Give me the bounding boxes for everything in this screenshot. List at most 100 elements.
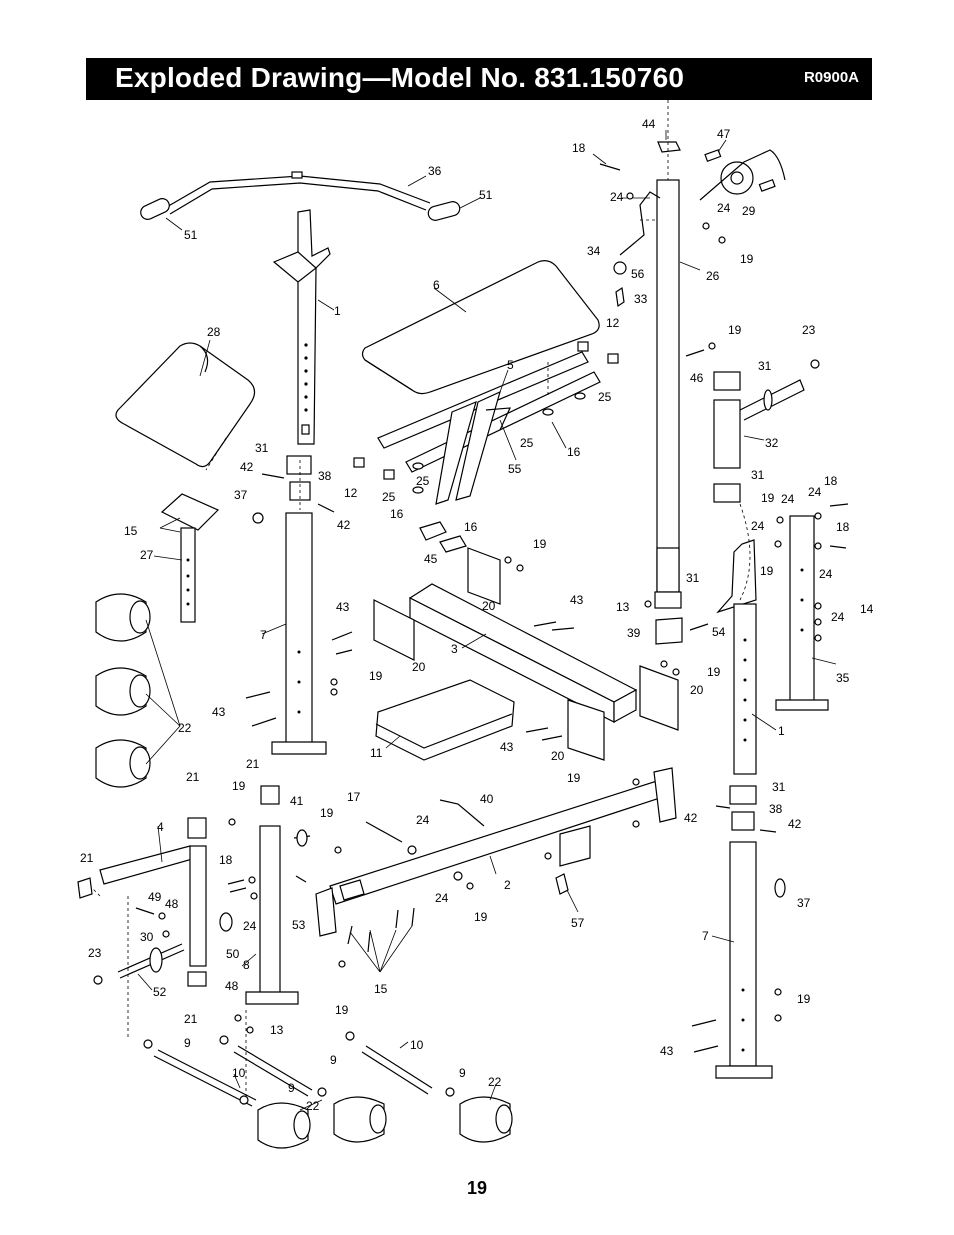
- leg-lever-part-2: [315, 767, 677, 937]
- callout: 12: [606, 316, 620, 330]
- callout: 19: [728, 323, 742, 337]
- callout: 22: [178, 721, 192, 735]
- upright-part-7-right: [715, 785, 773, 1079]
- callout: 7: [702, 929, 709, 943]
- rod-part-10-group: [153, 1045, 433, 1107]
- callout: 1: [334, 304, 341, 318]
- callout: 19: [533, 537, 547, 551]
- callout: 7: [260, 628, 267, 642]
- seat-frame-part-5: [353, 341, 619, 553]
- callout: 21: [246, 757, 260, 771]
- callout: 56: [631, 267, 645, 281]
- callout: 38: [318, 469, 332, 483]
- callout: 24: [808, 485, 822, 499]
- callout: 20: [482, 599, 496, 613]
- callout: 19: [797, 992, 811, 1006]
- pad-part-28: [115, 342, 256, 471]
- callout: 23: [802, 323, 816, 337]
- page-number: 19: [466, 1178, 488, 1198]
- callout: 18: [836, 520, 850, 534]
- callout: 6: [433, 278, 440, 292]
- callout: 25: [382, 490, 396, 504]
- callout: 19: [369, 669, 383, 683]
- callout: 34: [587, 244, 601, 258]
- callout: 41: [290, 794, 304, 808]
- roller-part-22-group: [95, 593, 151, 788]
- callout: 26: [706, 269, 720, 283]
- assembly-lines: [83, 100, 669, 1100]
- callout: 38: [769, 802, 783, 816]
- callout: 20: [690, 683, 704, 697]
- callout: 5: [507, 358, 514, 372]
- crossbar-part-3: [373, 547, 679, 761]
- callout: 24: [751, 519, 765, 533]
- arm-part-1-left: [272, 209, 331, 445]
- callout: 43: [570, 593, 584, 607]
- callout: 48: [225, 979, 239, 993]
- leader-lines: [137, 130, 837, 1111]
- callout: 15: [124, 524, 138, 538]
- callout: 31: [772, 780, 786, 794]
- callout: 43: [336, 600, 350, 614]
- axle-part-52: [117, 943, 185, 979]
- callout: 14: [860, 602, 874, 616]
- callout: 9: [288, 1081, 295, 1095]
- callout: 19: [335, 1003, 349, 1017]
- callout: 10: [410, 1038, 424, 1052]
- seat-part-6: [361, 260, 600, 395]
- callout: 19: [740, 252, 754, 266]
- callout: 25: [520, 436, 534, 450]
- callout: 2: [504, 878, 511, 892]
- callout: 8: [243, 958, 250, 972]
- callout: 37: [234, 488, 248, 502]
- callout: 19: [320, 806, 334, 820]
- upright-part-8: [245, 785, 299, 1005]
- callout: 43: [660, 1044, 674, 1058]
- callout: 30: [140, 930, 154, 944]
- callout: 55: [508, 462, 522, 476]
- callout: 51: [479, 188, 493, 202]
- callout: 24: [435, 891, 449, 905]
- callout: 51: [184, 228, 198, 242]
- callout: 17: [347, 790, 361, 804]
- callout: 3: [451, 642, 458, 656]
- callout: 21: [186, 770, 200, 784]
- hardware: [77, 163, 849, 1105]
- callout: 46: [690, 371, 704, 385]
- callout: 9: [330, 1053, 337, 1067]
- page-title: Exploded Drawing—Model No. 831.150760: [115, 62, 685, 93]
- drawing-code: R0900A: [803, 69, 859, 86]
- callout: 19: [761, 491, 775, 505]
- callout: 1: [778, 724, 785, 738]
- guide-line: [739, 503, 751, 601]
- callout: 24: [831, 610, 845, 624]
- arm-part-1-right: [716, 539, 757, 775]
- callout: 24: [416, 813, 430, 827]
- callout: 24: [781, 492, 795, 506]
- callout: 13: [270, 1023, 284, 1037]
- callout: 31: [751, 468, 765, 482]
- callout: 48: [165, 897, 179, 911]
- callout: 15: [374, 982, 388, 996]
- press-arm-part-32: [713, 359, 820, 503]
- callout: 18: [572, 141, 586, 155]
- callout: 50: [226, 947, 240, 961]
- callout: 24: [717, 201, 731, 215]
- callout: 24: [819, 567, 833, 581]
- callout: 22: [488, 1075, 502, 1089]
- callout-labels: 44 47 18 36 24 24 29 51 51 19 34 56 26 6…: [80, 117, 874, 1113]
- upright-part-35: [775, 515, 829, 711]
- callout: 47: [717, 127, 731, 141]
- callout: 21: [184, 1012, 198, 1026]
- leg-part-27: [160, 493, 220, 623]
- callout: 36: [428, 164, 442, 178]
- callout: 31: [255, 441, 269, 455]
- callout: 53: [292, 918, 306, 932]
- callout: 45: [424, 552, 438, 566]
- callout: 18: [824, 474, 838, 488]
- upright-part-7-left: [271, 455, 327, 755]
- callout: 49: [148, 890, 162, 904]
- callout: 21: [80, 851, 94, 865]
- callout: 40: [480, 792, 494, 806]
